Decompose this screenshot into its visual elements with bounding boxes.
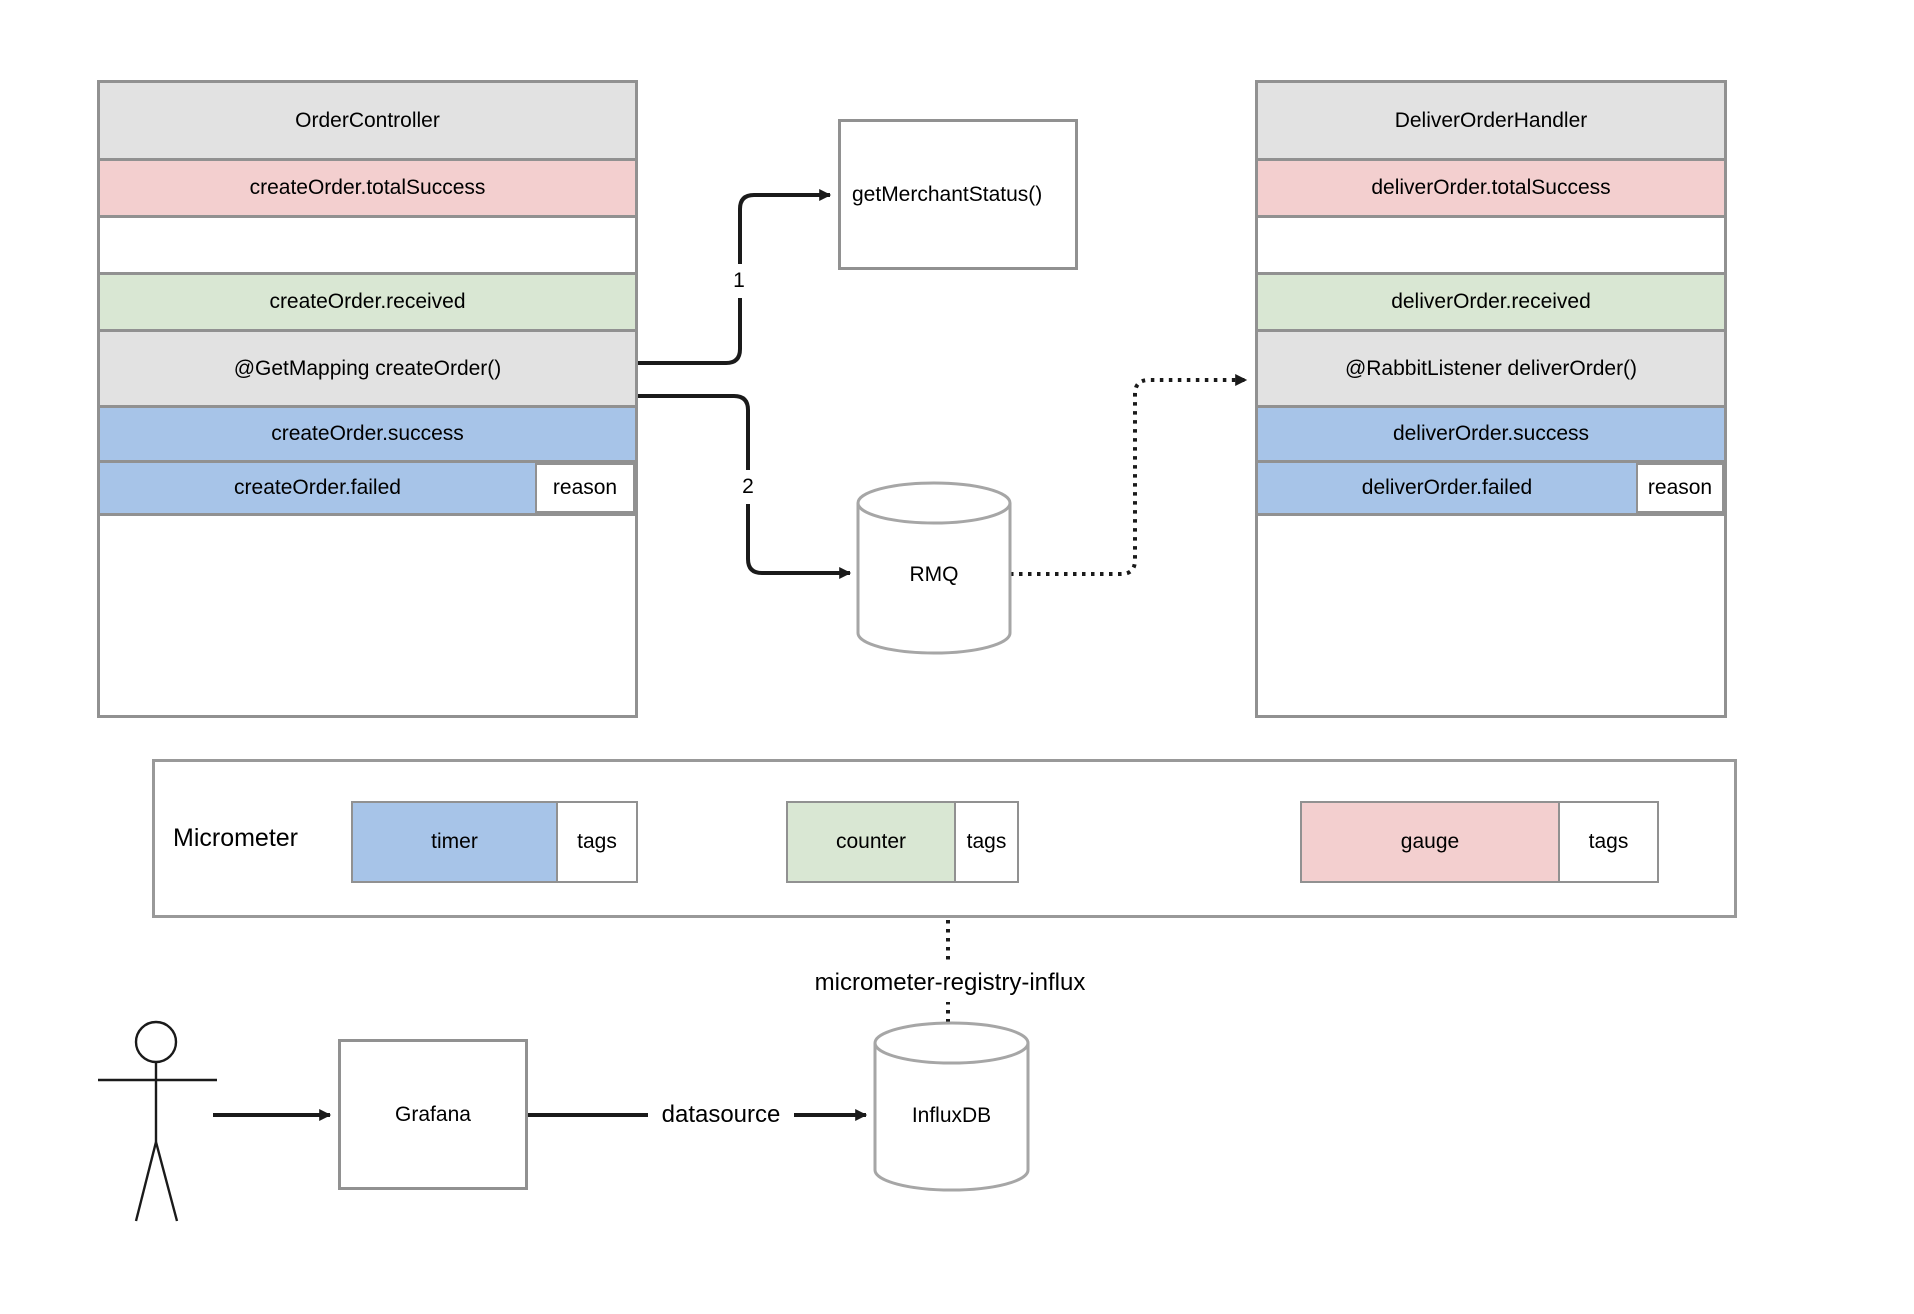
- datasource-label: datasource: [648, 1097, 794, 1133]
- deliverorder-reason-pill: reason: [1636, 463, 1724, 513]
- order-controller-empty-area: [100, 513, 635, 715]
- row-createorder-success: createOrder.success: [100, 405, 635, 460]
- micrometer-panel: Micrometer timer tags counter tags gauge…: [152, 759, 1737, 918]
- micrometer-title: Micrometer: [173, 824, 299, 852]
- grafana-box: Grafana: [338, 1039, 528, 1190]
- gauge-metric: gauge: [1300, 801, 1560, 883]
- order-controller-box: OrderController createOrder.totalSuccess…: [97, 80, 638, 718]
- arrow-label-1: 1: [723, 264, 755, 298]
- gauge-tags: tags: [1558, 801, 1659, 883]
- row-deliverorder-total-success: deliverOrder.totalSuccess: [1258, 158, 1724, 215]
- timer-metric-pill: timer tags: [351, 801, 638, 883]
- arrow-label-2: 2: [732, 470, 764, 504]
- row-createorder-total-success: createOrder.totalSuccess: [100, 158, 635, 215]
- createorder-failed-label: createOrder.failed: [234, 476, 401, 499]
- actor-icon: [98, 1020, 217, 1222]
- timer-tags: tags: [556, 801, 638, 883]
- row-deliverorder-failed: deliverOrder.failed reason: [1258, 460, 1724, 513]
- row-rabbitlistener-deliverorder: @RabbitListener deliverOrder(): [1258, 329, 1724, 405]
- rmq-label: RMQ: [909, 563, 959, 586]
- deliverorder-failed-label: deliverOrder.failed: [1361, 476, 1533, 499]
- deliver-order-handler-title: DeliverOrderHandler: [1258, 83, 1724, 158]
- row-empty-spacer: [1258, 215, 1724, 272]
- row-createorder-received: createOrder.received: [100, 272, 635, 329]
- deliver-order-handler-empty-area: [1258, 513, 1724, 715]
- influxdb-label: InfluxDB: [911, 1104, 992, 1127]
- get-merchant-status-box: getMerchantStatus(): [838, 119, 1078, 270]
- arrow-rmq-to-handler-dotted: [1010, 374, 1248, 576]
- counter-metric: counter: [786, 801, 956, 883]
- influxdb-cylinder: [873, 1021, 1030, 1192]
- createorder-reason-pill: reason: [535, 463, 635, 513]
- deliver-order-handler-box: DeliverOrderHandler deliverOrder.totalSu…: [1255, 80, 1727, 718]
- micrometer-registry-influx-label: micrometer-registry-influx: [790, 964, 1110, 1002]
- rmq-cylinder: [856, 481, 1012, 655]
- row-getmapping-createorder: @GetMapping createOrder(): [100, 329, 635, 405]
- row-deliverorder-received: deliverOrder.received: [1258, 272, 1724, 329]
- row-createorder-failed: createOrder.failed reason: [100, 460, 635, 513]
- counter-metric-pill: counter tags: [786, 801, 1019, 883]
- order-controller-title: OrderController: [100, 83, 635, 158]
- timer-metric: timer: [351, 801, 558, 883]
- row-empty-spacer: [100, 215, 635, 272]
- gauge-metric-pill: gauge tags: [1300, 801, 1659, 883]
- counter-tags: tags: [954, 801, 1019, 883]
- row-deliverorder-success: deliverOrder.success: [1258, 405, 1724, 460]
